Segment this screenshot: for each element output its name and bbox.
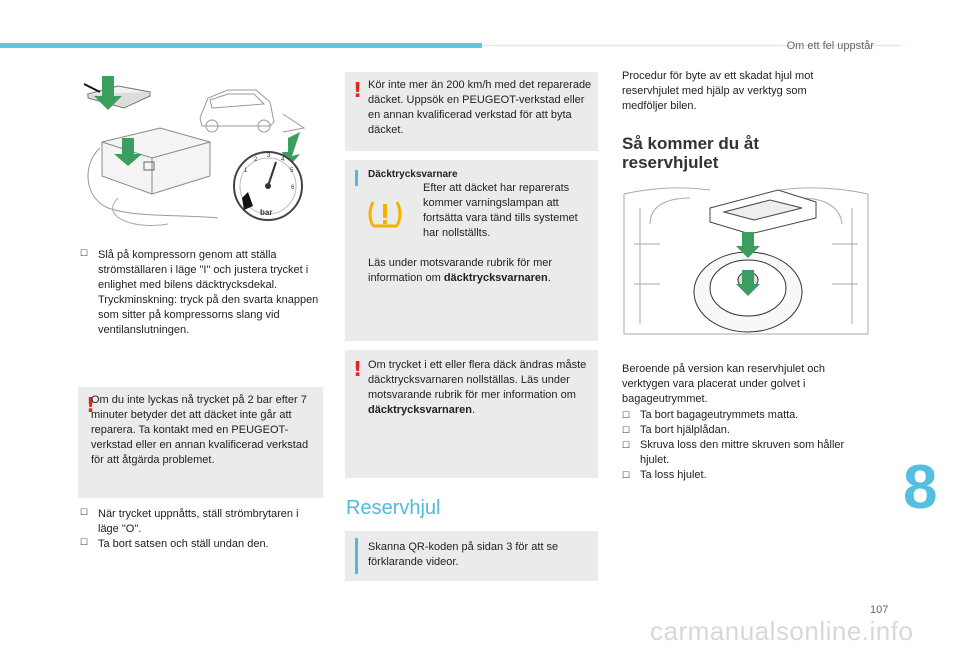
step-trycket-text: När trycket uppnåtts, ställ strömbrytare… (98, 508, 299, 535)
tire-pressure-warning-icon (367, 196, 403, 232)
step-kompressor-text: Slå på kompressorn genom att ställa strö… (98, 249, 319, 336)
svg-text:1: 1 (244, 168, 248, 174)
warning-box-reset: ! Om trycket i ett eller flera däck ändr… (345, 350, 598, 478)
warning-reset-text-bold: däcktrycksvarnaren (368, 404, 472, 416)
step-ta-bort: ☐ Ta bort satsen och ställ undan den. (80, 537, 320, 552)
wheel-step-text: Ta bort hjälplådan. (640, 424, 730, 436)
svg-text:4: 4 (281, 157, 285, 163)
section-title: Om ett fel uppstår (786, 40, 874, 52)
procedure-intro: Procedur för byte av ett skadat hjul mot… (622, 70, 814, 112)
info-bar-icon (355, 538, 358, 574)
arrow-bullet-icon: ☐ (80, 507, 89, 517)
wheel-step-text: Skruva loss den mittre skruven som hålle… (640, 439, 845, 466)
arrow-bullet-icon: ☐ (622, 410, 631, 420)
arrow-bullet-icon: ☐ (622, 440, 631, 450)
exclamation-warning-icon: ! (353, 357, 363, 381)
warning-reset-text: Om trycket i ett eller flera däck ändras… (368, 359, 587, 416)
warning-speed-text: Kör inte mer än 200 km/h med det reparer… (368, 79, 592, 136)
watermark: carmanualsonline.info (650, 616, 914, 646)
info-box-qr: Skanna QR-koden på sidan 3 för att se fö… (345, 531, 598, 581)
arrow-bullet-icon: ☐ (80, 248, 89, 258)
version-text: Beroende på version kan reservhjulet och… (622, 363, 826, 405)
page-number: 107 (870, 604, 889, 616)
info-tpms-more-bold: däcktrycksvarnaren (443, 272, 548, 284)
list-item: ☐ Skruva loss den mittre skruven som håll… (622, 438, 867, 468)
header-rule (482, 45, 902, 46)
info-box-tpms: Däcktrycksvarnare Efter att däcket har r… (345, 160, 598, 341)
info-tpms-text: Efter att däcket har reparerats kommer v… (423, 182, 578, 239)
info-tpms-more: Läs under motsvarande rubrik för mer inf… (368, 257, 553, 284)
spare-wheel-illustration (620, 184, 872, 346)
step-kompressor-row: ☐ Slå på kompressorn genom att ställa st… (80, 248, 320, 338)
wheel-step-text: Ta bort bagageutrymmets matta. (640, 409, 799, 421)
so-kommer-du-heading: Så kommer du åt reservhjulet (622, 134, 759, 172)
list-item: ☐ Ta bort bagageutrymmets matta. (622, 408, 867, 423)
header-accent-bar (0, 43, 482, 48)
list-item: ☐ Ta bort hjälplådan. (622, 423, 867, 438)
chapter-number: 8 (903, 453, 938, 522)
warning-pressure-text: Om du inte lyckas nå trycket på 2 bar ef… (91, 394, 309, 466)
info-tpms-more-text: Läs under motsvarande rubrik för mer inf… (368, 257, 553, 284)
svg-text:2: 2 (254, 157, 258, 163)
warning-box-speed: ! Kör inte mer än 200 km/h med det repar… (345, 72, 598, 151)
svg-text:3: 3 (267, 153, 271, 159)
arrow-bullet-icon: ☐ (622, 425, 631, 435)
warning-reset-text-main: Om trycket i ett eller flera däck ändras… (368, 359, 587, 401)
svg-text:5: 5 (290, 168, 294, 174)
wheel-steps-list: ☐ Ta bort bagageutrymmets matta. ☐ Ta bort… (622, 408, 867, 483)
info-qr-text: Skanna QR-koden på sidan 3 för att se fö… (368, 541, 559, 568)
arrow-bullet-icon: ☐ (622, 470, 631, 480)
warning-box-pressure: ! Om du inte lyckas nå trycket på 2 bar … (78, 387, 323, 498)
step-trycket: ☐ När trycket uppnåtts, ställ strömbryta… (80, 507, 320, 537)
list-item: ☐ Ta loss hjulet. (622, 468, 867, 483)
wheel-step-text: Ta loss hjulet. (640, 469, 707, 481)
exclamation-warning-icon: ! (353, 78, 363, 102)
reservhjul-heading: Reservhjul (346, 497, 441, 519)
info-bar-icon (355, 170, 358, 186)
step-ta-bort-text: Ta bort satsen och ställ undan den. (98, 538, 269, 550)
info-tpms-title: Däcktrycksvarnare (368, 169, 458, 180)
gauge-unit-label: bar (260, 208, 273, 217)
svg-text:6: 6 (291, 185, 295, 191)
exclamation-warning-icon: ! (86, 393, 96, 417)
arrow-bullet-icon: ☐ (80, 537, 89, 547)
